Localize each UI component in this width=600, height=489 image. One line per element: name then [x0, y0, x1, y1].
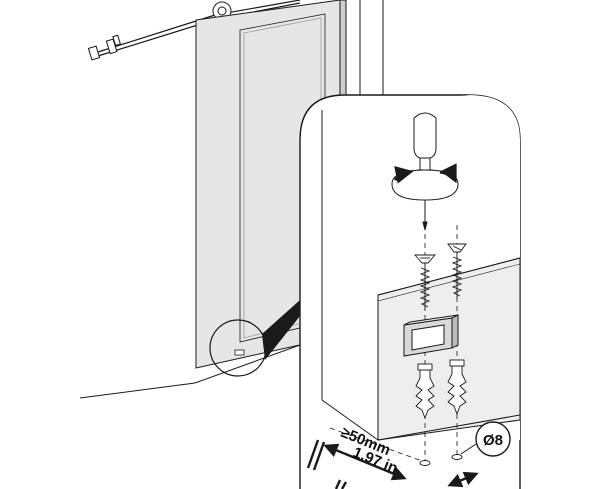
detail-inset: [299, 94, 521, 489]
wall-plug-left: [415, 363, 435, 420]
detail-callout: [209, 300, 300, 377]
distance-dimension: [306, 439, 479, 489]
rotation-arrow: [391, 163, 459, 201]
screw-left: [414, 254, 436, 310]
screw-right: [447, 243, 467, 298]
rail-end-stop: [87, 34, 121, 61]
drill-diameter-callout: Ø8: [460, 421, 511, 457]
floor-guide-bracket: [403, 314, 459, 357]
wall-plug-right: [447, 359, 467, 416]
room-outline: [79, 0, 384, 399]
drill-diameter-label: Ø8: [483, 432, 503, 449]
